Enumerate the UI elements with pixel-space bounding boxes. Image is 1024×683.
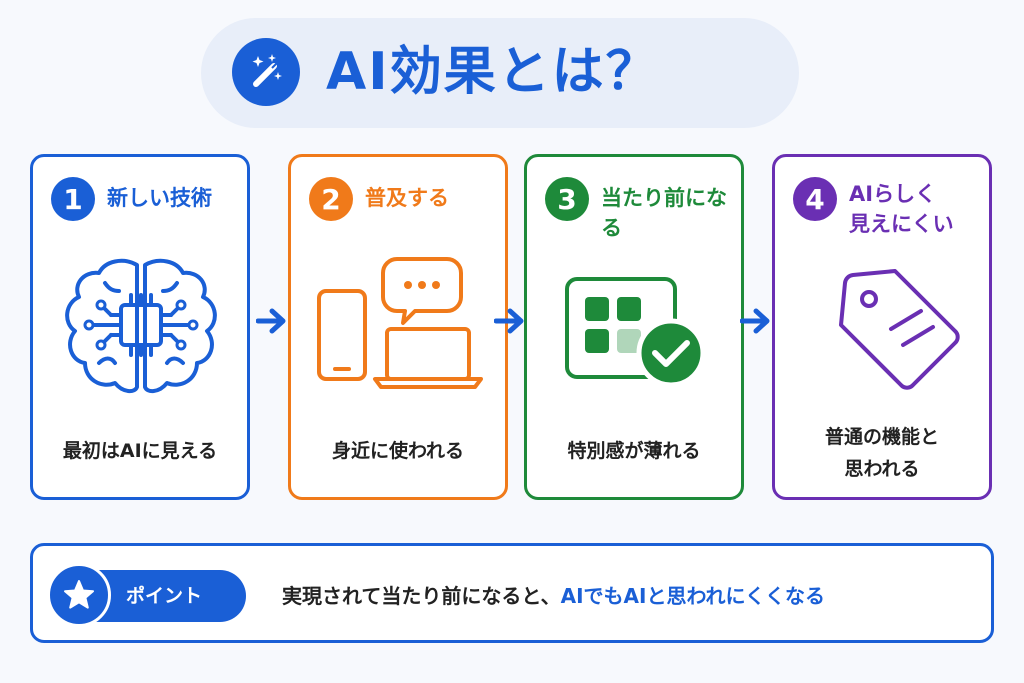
step-card-4: 4 AIらしく 見えにくい 普通の機能と 思われる	[772, 154, 992, 500]
point-label: ポイント	[126, 585, 203, 607]
arrow-right-icon	[494, 308, 524, 334]
step-number-badge: 1	[51, 177, 95, 221]
step-caption: 普通の機能と 思われる	[824, 426, 939, 480]
step-title: 普及する	[365, 186, 449, 210]
step-caption: 身近に使われる	[331, 440, 465, 462]
magic-wand-icon	[232, 38, 300, 106]
app-grid-check-icon	[565, 277, 706, 388]
arrow-right-icon	[740, 308, 770, 334]
step-title: 当たり前になる	[601, 186, 727, 240]
point-message-part2: AIでもAIと思われにくくなる	[560, 584, 826, 608]
star-icon	[47, 563, 111, 627]
step-number-badge: 4	[793, 177, 837, 221]
arrow-right-icon	[256, 308, 286, 334]
brain-chip-icon	[65, 258, 217, 394]
page-title: AI効果とは？	[326, 42, 660, 102]
point-message: 実現されて当たり前になると、AIでもAIと思われにくくなる	[282, 570, 825, 622]
step-caption: 特別感が薄れる	[567, 440, 701, 462]
step-caption: 最初はAIに見える	[62, 440, 218, 462]
step-card-1: 1 新しい技術 最初はAIに見える	[30, 154, 250, 500]
step-number-badge: 2	[309, 177, 353, 221]
step-title: AIらしく 見えにくい	[849, 182, 954, 236]
point-message-part1: 実現されて当たり前になると、	[282, 584, 561, 608]
step-card-2: 2 普及する 身近に使われる	[288, 154, 508, 500]
price-tag-icon	[839, 269, 960, 390]
step-number-badge: 3	[545, 177, 589, 221]
devices-chat-icon	[317, 257, 483, 389]
title-banner	[201, 18, 799, 128]
step-title: 新しい技術	[107, 186, 212, 210]
step-card-3: 3 当たり前になる 特別感が薄れる	[524, 154, 744, 500]
